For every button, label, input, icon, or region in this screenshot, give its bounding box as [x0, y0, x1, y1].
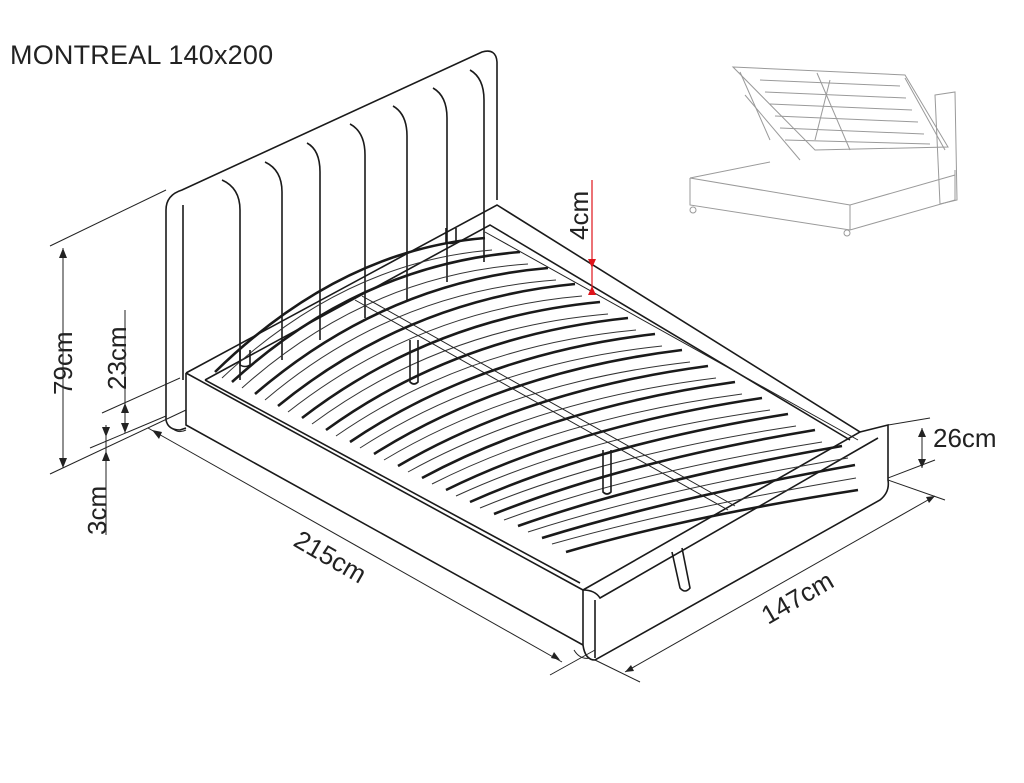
label-26cm: 26cm	[933, 423, 997, 453]
dimension-23cm: 23cm	[89, 310, 181, 449]
label-23cm: 23cm	[102, 326, 132, 390]
dimension-26cm: 26cm	[887, 417, 997, 479]
label-147cm: 147cm	[756, 565, 839, 630]
dimension-4cm: 4cm	[564, 180, 596, 295]
storage-preview-illustration	[689, 66, 958, 237]
headboard	[165, 50, 498, 431]
label-4cm: 4cm	[564, 191, 594, 240]
dimension-3cm: 3cm	[82, 425, 112, 535]
slatted-base	[214, 228, 859, 592]
dimension-147cm: 147cm	[594, 479, 946, 683]
label-3cm: 3cm	[82, 486, 112, 535]
product-title: MONTREAL 140x200	[10, 40, 274, 70]
dimension-215cm: 215cm	[147, 427, 596, 676]
dimension-79cm: 79cm	[48, 189, 187, 475]
label-215cm: 215cm	[289, 524, 372, 589]
label-79cm: 79cm	[48, 331, 78, 395]
